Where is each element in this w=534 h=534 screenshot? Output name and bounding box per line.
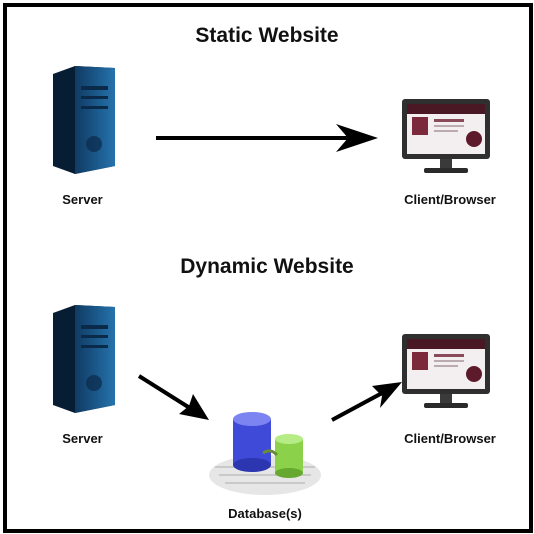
static-client-label: Client/Browser [404, 192, 496, 207]
static-arrow [150, 118, 390, 158]
static-server-icon [45, 66, 120, 176]
static-client-monitor-icon [396, 95, 496, 180]
database-to-client-arrow [328, 378, 408, 428]
database-label: Database(s) [228, 506, 302, 521]
dynamic-client-monitor-icon [396, 330, 496, 415]
dynamic-website-title: Dynamic Website [180, 255, 354, 278]
dynamic-client-label: Client/Browser [404, 431, 496, 446]
static-website-title: Static Website [195, 24, 339, 47]
static-server-label: Server [62, 192, 103, 207]
dynamic-server-label: Server [62, 431, 103, 446]
server-to-database-arrow [135, 370, 215, 430]
database-icon [205, 405, 325, 500]
dynamic-server-icon [45, 305, 120, 415]
